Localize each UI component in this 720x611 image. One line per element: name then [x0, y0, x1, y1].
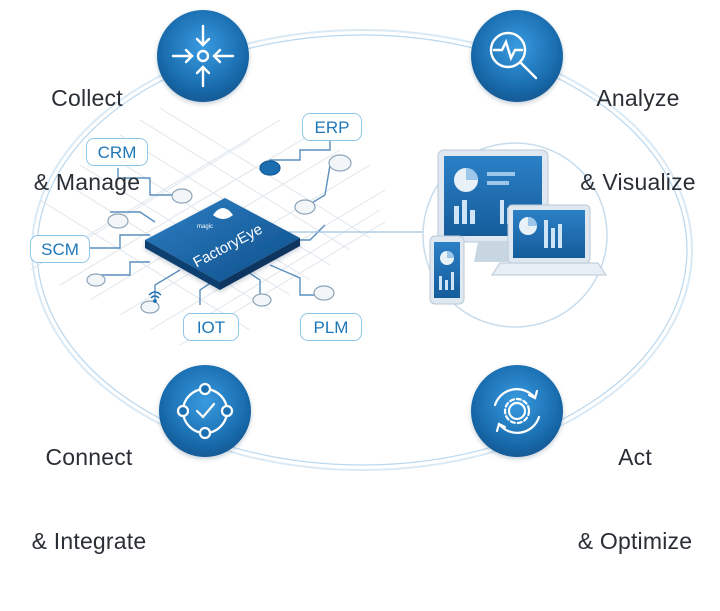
plm-tag: PLM: [300, 313, 362, 341]
analyze-line1: Analyze: [596, 85, 680, 111]
iot-wifi-icon: [148, 291, 162, 303]
factoryeye-diagram: FactoryEye magic: [28, 10, 702, 554]
collect-arrows-icon: [171, 24, 235, 88]
iot-tag: IOT: [183, 313, 239, 341]
connect-network-check-icon: [176, 382, 234, 440]
hub-small-text: magic: [197, 224, 213, 230]
erp-tag: ERP: [302, 113, 362, 141]
connect-integrate-label: Connect & Integrate: [20, 387, 158, 611]
collect-manage-circle: [157, 10, 249, 102]
connect-line1: Connect: [45, 444, 133, 470]
analyze-visualize-label: Analyze & Visualize: [574, 28, 702, 252]
optimize-gear-cycle-icon: [493, 388, 541, 434]
factoryeye-hub: [145, 198, 300, 290]
act-optimize-circle: [471, 365, 563, 457]
diagram-canvas: FactoryEye magic: [29, 10, 693, 471]
collect-line1: Collect: [51, 85, 123, 111]
connect-line2: & Integrate: [31, 528, 147, 554]
crm-tag: CRM: [86, 138, 148, 166]
collect-line2: & Manage: [33, 169, 141, 195]
connect-integrate-circle: [159, 365, 251, 457]
act-optimize-label: Act & Optimize: [566, 387, 704, 611]
analyze-visualize-circle: [471, 10, 563, 102]
act-line1: Act: [618, 444, 652, 470]
collect-manage-label: Collect & Manage: [28, 28, 146, 252]
devices-illustration: [429, 149, 607, 305]
scm-tag: SCM: [30, 235, 90, 263]
analyze-magnifier-icon: [489, 31, 538, 80]
act-line2: & Optimize: [577, 528, 693, 554]
analyze-line2: & Visualize: [580, 169, 696, 195]
node-markers: [86, 154, 352, 314]
